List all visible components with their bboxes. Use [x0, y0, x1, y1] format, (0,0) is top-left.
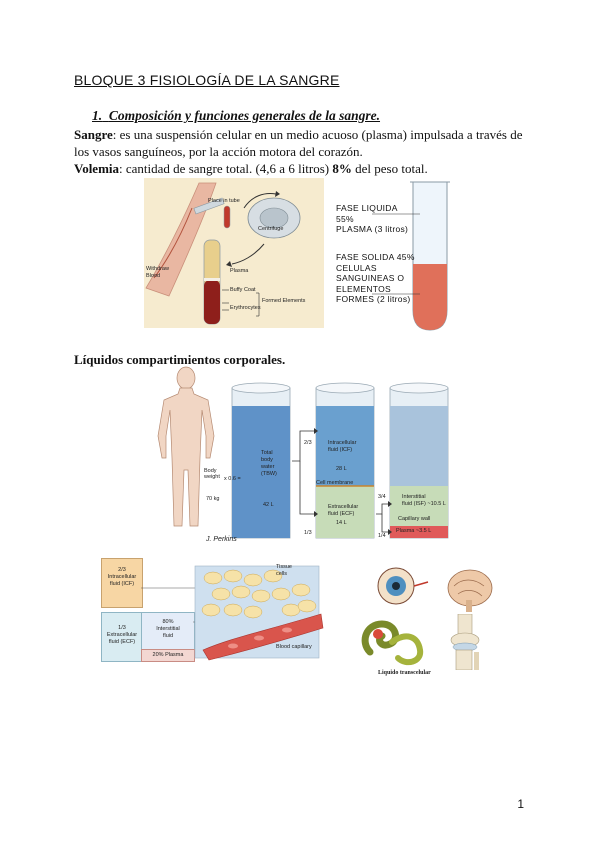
isf-plasma-cylinder	[389, 382, 449, 539]
tbw-line: water	[261, 464, 275, 470]
ecf-line: Extracellular	[328, 504, 359, 510]
tissue-capillary-illustration	[141, 565, 324, 661]
page-number: 1	[517, 797, 524, 811]
interstitial-box: 80% Interstitial fluid	[141, 612, 195, 650]
icf-line: Intracellular	[328, 440, 357, 446]
artist-signature: J. Perkins	[206, 536, 237, 543]
liquid-phase-label: FASE LIQUIDA 55% PLASMA (3 litros)	[336, 203, 408, 235]
label-centrifuge: Centrifuge	[258, 226, 284, 232]
plasma-box: 20% Plasma	[141, 649, 195, 662]
times-label: x 0.6 =	[224, 476, 241, 482]
tbw-value: 42 L	[263, 502, 274, 508]
sangre-term: Sangre	[74, 127, 113, 142]
liquid-phase-line: 55%	[336, 213, 354, 224]
isf-line: Interstitial	[402, 494, 426, 500]
tissue-cells-line: Tissue	[276, 564, 292, 570]
sangre-paragraph: Sangre: es una suspensión celular en un …	[74, 126, 524, 160]
cell-membrane-label: Cell membrane	[316, 480, 354, 486]
label-withdraw-blood: Withdraw Blood	[146, 266, 169, 279]
fraction-one-quarter: 1/4	[378, 533, 386, 539]
centrifuge-illustration	[144, 178, 324, 328]
label-plasma: Plasma	[230, 268, 249, 274]
inner-ear-image	[361, 620, 424, 666]
fraction-three-quarters: 3/4	[378, 494, 386, 500]
solid-phase-line: CELULAS	[336, 262, 377, 273]
section-heading: 1. Composición y funciones generales de …	[92, 108, 380, 124]
solid-phase-line: FORMES (2 litros)	[336, 294, 411, 304]
tbw-line: body	[261, 457, 273, 463]
icf-box-text: 2/3 Intracellular fluid (ICF)	[102, 567, 142, 588]
icf-ecf-cylinder	[315, 382, 375, 539]
blood-capillary-label: Blood capillary	[276, 644, 312, 650]
plasma-tube	[410, 181, 450, 331]
solid-phase-label: FASE SOLIDA 45% CELULAS SANGUINEAS O ELE…	[336, 252, 415, 305]
isf-line: fluid (ISF) ~10.5 L	[402, 501, 446, 507]
volemia-term: Volemia	[74, 161, 120, 176]
ecf-value: 14 L	[336, 520, 347, 526]
icf-label: Intracellular fluid (ICF)	[328, 440, 356, 454]
liquid-phase-line: FASE LIQUIDA	[336, 203, 398, 213]
label-formed-elements: Formed Elements	[262, 298, 306, 304]
interstitial-box-line: fluid	[162, 633, 174, 639]
brain-anatomy-image	[447, 569, 493, 612]
ecf-box-line: 1/3	[118, 625, 126, 631]
ecf-line: fluid (ECF)	[328, 511, 355, 517]
fraction-two-thirds: 2/3	[304, 440, 312, 446]
tbw-line: (TBW)	[261, 471, 277, 477]
tissue-cells-label: Tissue cells	[276, 564, 292, 578]
tbw-cylinder	[231, 382, 291, 539]
compartments-heading: Líquidos compartimientos corporales.	[74, 352, 286, 367]
volemia-rest: del peso total.	[351, 161, 428, 176]
capillary-wall-label: Capillary wall	[398, 516, 431, 522]
label-place-in-tube: Place in tube	[208, 198, 240, 204]
interstitial-box-line: 80%	[162, 619, 174, 625]
volemia-definition: : cantidad de sangre total. (4,6 a 6 lit…	[119, 161, 333, 176]
liquid-phase-line: PLASMA (3 litros)	[336, 224, 409, 234]
volemia-percent: 8%	[332, 161, 352, 176]
icf-box: 2/3 Intracellular fluid (ICF)	[101, 558, 143, 608]
label-buffy-coat: Buffy Coat	[230, 287, 256, 293]
page-title: BLOQUE 3 FISIOLOGÍA DE LA SANGRE	[74, 72, 340, 88]
label-erythrocytes: Erythrocytes	[230, 305, 261, 311]
plasma-volume-label: Plasma ~3.5 L	[396, 528, 432, 534]
eye-anatomy-image	[356, 560, 436, 612]
isf-label: Interstitial fluid (ISF) ~10.5 L	[402, 494, 446, 508]
ecf-label: Extracellular fluid (ECF)	[328, 504, 358, 518]
fraction-one-third: 1/3	[304, 530, 312, 536]
volemia-paragraph: Volemia: cantidad de sangre total. (4,6 …	[74, 160, 524, 177]
ecf-box-text: 1/3 Extracellular fluid (ECF)	[102, 625, 142, 646]
icf-box-line: 2/3	[118, 567, 126, 573]
icf-box-line: fluid (ICF)	[109, 581, 135, 587]
tube-leader-lines	[372, 213, 420, 295]
transcellular-caption: Liquido transcelular	[378, 670, 431, 676]
ecf-box-line: Extracellular	[106, 632, 138, 638]
body-water-figure	[157, 366, 449, 539]
tissue-cells-line: cells	[276, 571, 288, 577]
icf-box-line: Intracellular	[107, 574, 137, 580]
ecf-box-line: fluid (ECF)	[108, 639, 136, 645]
icf-value: 28 L	[336, 466, 347, 472]
knee-joint-image	[450, 614, 480, 670]
sangre-definition: : es una suspensión celular en un medio …	[74, 127, 523, 159]
solid-phase-line: FASE SOLIDA 45%	[336, 252, 415, 262]
solid-phase-line: ELEMENTOS	[336, 283, 391, 294]
section-number: 1.	[92, 108, 103, 123]
solid-phase-line: SANGUINEAS O	[336, 273, 405, 283]
section-heading-text: Composición y funciones generales de la …	[108, 108, 381, 123]
tbw-label: Total body water (TBW)	[261, 450, 277, 478]
interstitial-box-text: 80% Interstitial fluid	[142, 619, 194, 640]
interstitial-box-line: Interstitial	[156, 626, 180, 632]
tbw-line: Total	[261, 450, 273, 456]
icf-line: fluid (ICF)	[328, 447, 353, 453]
ecf-box: 1/3 Extracellular fluid (ECF)	[101, 612, 143, 662]
body-weight-label: Body weight	[204, 468, 220, 480]
weight-value: 70 kg	[206, 496, 220, 502]
